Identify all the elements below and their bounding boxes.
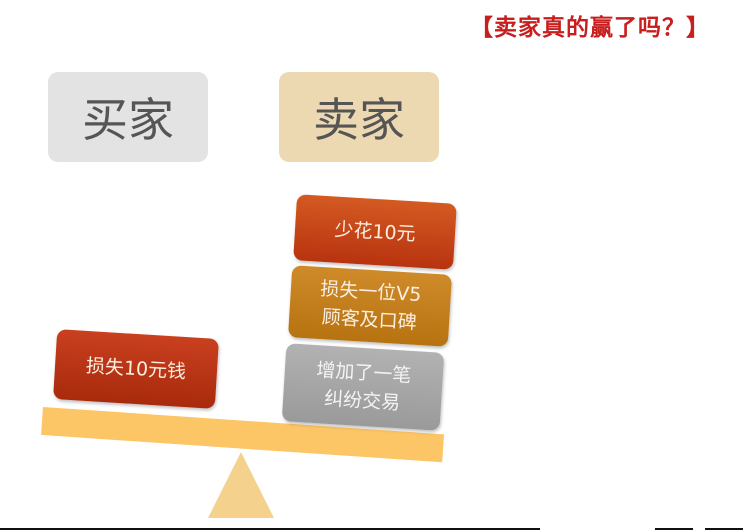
buyer-loss-box: 损失10元钱 [53, 329, 219, 409]
seller-dispute-line2: 纠纷交易 [323, 387, 401, 415]
seller-dispute-box: 增加了一笔 纠纷交易 [281, 343, 445, 431]
seller-customer-loss-line2: 顾客及口碑 [321, 306, 418, 334]
buyer-loss-text: 损失10元钱 [85, 354, 187, 384]
buyer-label: 买家 [48, 72, 208, 162]
seller-save-box: 少花10元 [293, 194, 457, 270]
bottom-divider [0, 528, 540, 530]
seller-label: 卖家 [279, 72, 439, 162]
seller-customer-loss-box: 损失一位V5 顾客及口碑 [287, 265, 453, 347]
slide-title: 【卖家真的赢了吗？】 [470, 15, 710, 41]
seller-save-text: 少花10元 [333, 218, 417, 246]
bottom-divider-segment [655, 528, 693, 530]
fulcrum-triangle [208, 452, 274, 518]
bottom-divider-segment [705, 528, 743, 530]
